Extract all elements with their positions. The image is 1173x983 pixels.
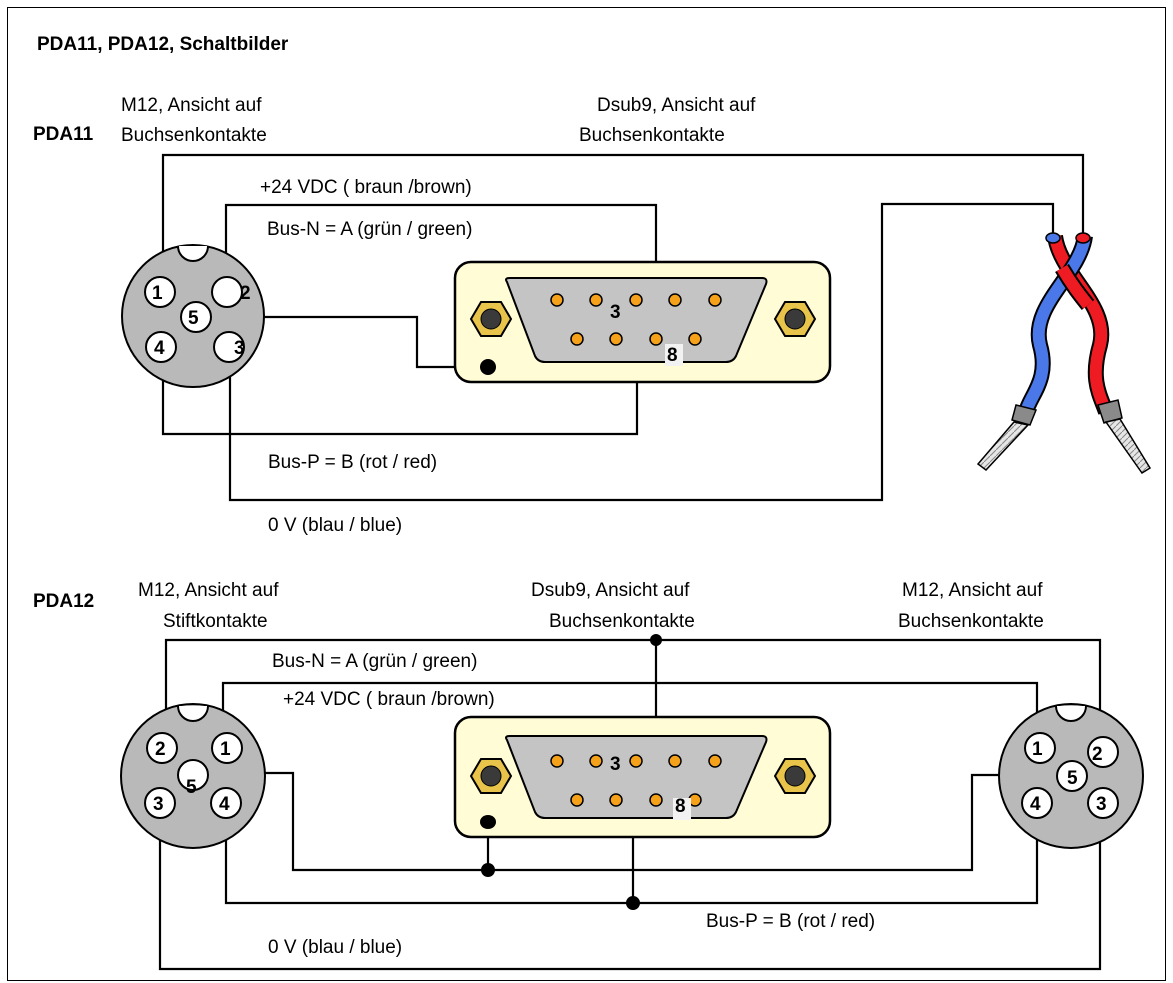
pda11-label: PDA11 [33,124,94,145]
page-title: PDA11, PDA12, Schaltbilder [37,34,289,55]
pda12-right-pin-5: 5 [1067,768,1078,789]
pda12-m12-left-caption-line2: Stiftkontakte [163,611,268,632]
pda12-dsub-caption-line1: Dsub9, Ansicht auf [531,580,690,601]
pda11-wires [161,153,1085,502]
pda12-dsub-caption-line2: Buchsenkontakte [549,611,695,632]
pda12-m12-left-caption-line1: M12, Ansicht auf [138,580,279,601]
pda12-m12-left-connector: 2 1 5 3 4 [120,703,266,849]
pda12-wire-busp-label: Bus-P = B (rot / red) [706,911,875,932]
pda11-m12-connector: 1 2 5 4 3 [121,244,265,388]
pda11-wire-busp [161,345,639,436]
pda11-dsub-caption-line2: Buchsenkontakte [579,125,725,146]
pda12-right-pin-3: 3 [1096,794,1107,815]
pda11-dsub-pin-8-label: 8 [667,345,678,366]
pda12-section: PDA12 M12, Ansicht auf Stiftkontakte Dsu… [33,580,1144,971]
pda11-dsub-pin-3-label: 3 [610,302,621,323]
pda12-dsub-shield-dot [480,815,496,829]
pda12-wire-24v-label: +24 VDC ( braun /brown) [283,689,495,710]
pda11-dsub9-connector: 3 8 [453,260,832,384]
pda11-wire-0v [228,202,1055,502]
pda12-wire-0v-label: 0 V (blau / blue) [268,937,402,958]
pda11-dsub-caption-line1: Dsub9, Ansicht auf [597,95,756,116]
pda12-left-pin-2: 2 [155,739,166,760]
pda11-m12-pin-3: 3 [234,338,245,359]
pda11-wire-busp-label: Bus-P = B (rot / red) [268,452,437,473]
pda11-m12-pin-1: 1 [152,283,163,304]
pda12-left-pin-1: 1 [220,739,231,760]
pda12-right-pin-1: 1 [1032,739,1043,760]
pda12-left-pin-4: 4 [219,794,230,815]
pda12-dsub-pins [550,754,722,807]
pda12-dsub-pin-3-label: 3 [610,754,621,775]
pda11-m12-caption-line1: M12, Ansicht auf [121,95,262,116]
pda12-wire-busn [164,638,1102,755]
pda12-wire-busn-label: Bus-N = A (grün / green) [272,651,477,672]
pda12-wire-0v [158,800,1102,971]
pda11-wire-24v [224,203,658,290]
pda12-m12-right-caption-line1: M12, Ansicht auf [902,580,1043,601]
pda11-m12-pin-4: 4 [154,338,165,359]
pda12-label: PDA12 [33,591,94,612]
pda11-wire-top [161,153,1085,290]
pda11-m12-caption-line2: Buchsenkontakte [121,125,267,146]
pda12-right-pin-2: 2 [1092,744,1103,765]
pda12-junction-shield [481,863,495,877]
pda12-dsub-pin-8-label: 8 [675,796,686,817]
pda12-m12-right-caption-line2: Buchsenkontakte [898,611,1044,632]
pda11-m12-pin-5: 5 [188,308,199,329]
pda11-wire-busn-label: Bus-N = A (grün / green) [267,219,472,240]
pda12-right-pin-4: 4 [1030,794,1041,815]
pda11-wire-0v-label: 0 V (blau / blue) [268,515,402,536]
pda11-junction-dot [480,359,496,375]
pda12-m12-right-connector: 1 2 5 4 3 [998,703,1144,849]
pda11-wire-24v-label: +24 VDC ( braun /brown) [260,177,472,198]
pda12-junction-busp [626,896,640,910]
pda11-wire-busn [196,315,488,369]
pda11-section: PDA11 M12, Ansicht auf Buchsenkontakte D… [33,95,1152,536]
pda11-m12-pin-2: 2 [240,283,251,304]
pda12-dsub9-connector: 3 8 [453,715,832,839]
pda12-left-pin-3: 3 [153,794,164,815]
pda11-dsub-pins [550,293,722,346]
twisted-pair-cable-icon [976,232,1152,475]
pda12-left-pin-5: 5 [186,777,197,798]
